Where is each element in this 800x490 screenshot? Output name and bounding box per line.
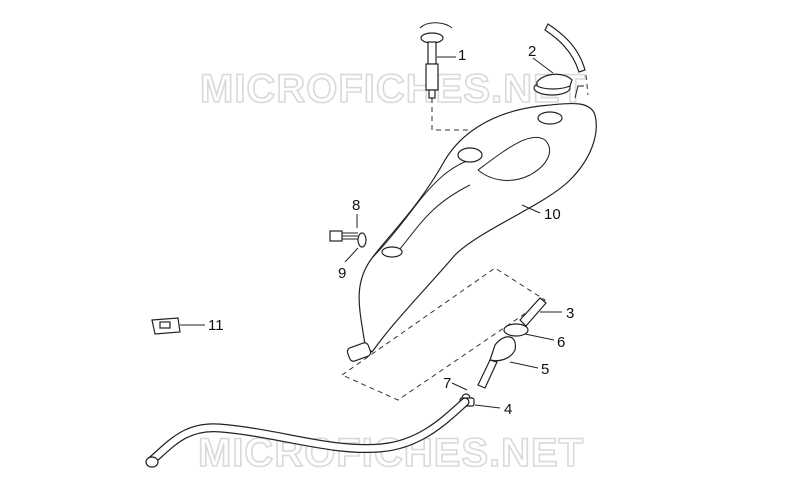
callout-1: 1	[458, 47, 466, 64]
watermark-top: MICROFICHES.NET	[200, 67, 586, 111]
callout-7: 7	[443, 375, 451, 392]
callout-3: 3	[566, 305, 574, 322]
callout-6: 6	[557, 334, 565, 351]
fuel-cap	[533, 23, 586, 96]
callout-8: 8	[352, 197, 360, 214]
callout-2: 2	[528, 43, 536, 60]
callout-5: 5	[541, 361, 549, 378]
clip	[151, 317, 181, 335]
callout-4: 4	[504, 401, 512, 418]
callout-10: 10	[544, 206, 561, 223]
leader-lines	[180, 56, 562, 409]
assembly-guides	[340, 74, 589, 401]
fuel-tank	[346, 85, 597, 362]
fuel-tap-assembly	[459, 297, 547, 407]
fuel-level-sensor	[419, 22, 453, 99]
fuel-hose	[145, 397, 470, 468]
watermark-bottom: MICROFICHES.NET	[198, 431, 584, 475]
callout-11: 11	[208, 317, 224, 334]
callout-9: 9	[338, 265, 346, 282]
bolt-and-washer	[329, 230, 367, 248]
